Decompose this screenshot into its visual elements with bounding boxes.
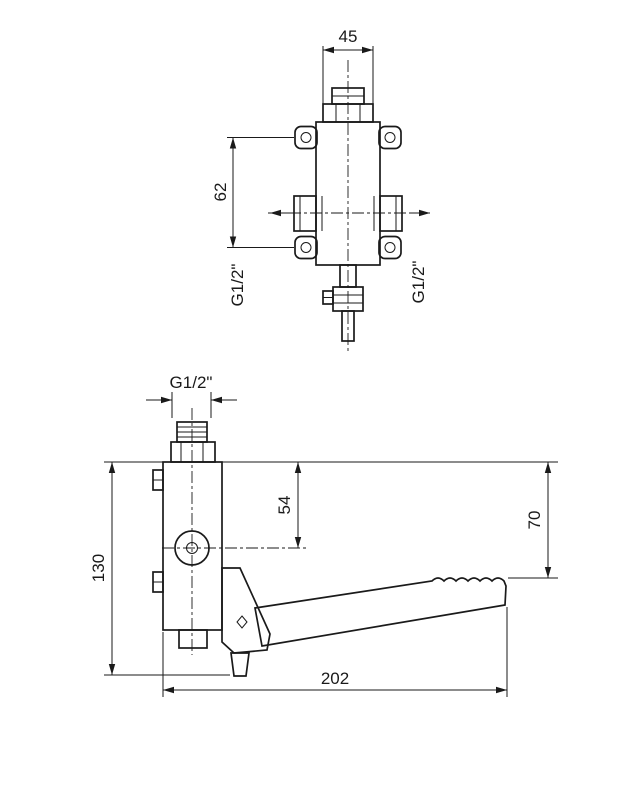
dim-thread-top: G1/2" <box>146 373 237 418</box>
side-view-valve-body <box>152 421 223 649</box>
thread-right-label: G1/2" <box>409 261 428 304</box>
top-view-centerlines <box>268 60 430 352</box>
side-view: G1/2" <box>89 373 558 697</box>
dim-202: 202 <box>162 607 508 697</box>
dim-54: 54 <box>222 461 558 548</box>
thread-left-label: G1/2" <box>228 264 247 307</box>
thread-label-right: G1/2" <box>409 209 430 304</box>
dim-45-label: 45 <box>339 27 358 46</box>
dim-202-label: 202 <box>321 669 349 688</box>
dim-62-label: 62 <box>211 183 230 202</box>
thread-label-left: G1/2" <box>228 209 290 307</box>
top-view: 45 62 G1/2" G1/2" <box>211 27 430 352</box>
mounting-holes <box>294 125 402 260</box>
dim-45: 45 <box>322 27 374 108</box>
dim-130-label: 130 <box>89 554 108 582</box>
side-view-centerlines <box>162 408 306 655</box>
lever-pin-hole <box>236 615 248 629</box>
top-view-valve-body <box>293 87 403 342</box>
dim-54-label: 54 <box>275 496 294 515</box>
bottom-outlet <box>322 264 364 342</box>
dim-70: 70 <box>508 462 558 579</box>
dim-130: 130 <box>89 461 230 676</box>
foot-pedal-lever <box>221 567 507 677</box>
dim-70-label: 70 <box>525 511 544 530</box>
dim-62: 62 <box>211 137 294 248</box>
thread-top-label: G1/2" <box>170 373 213 392</box>
